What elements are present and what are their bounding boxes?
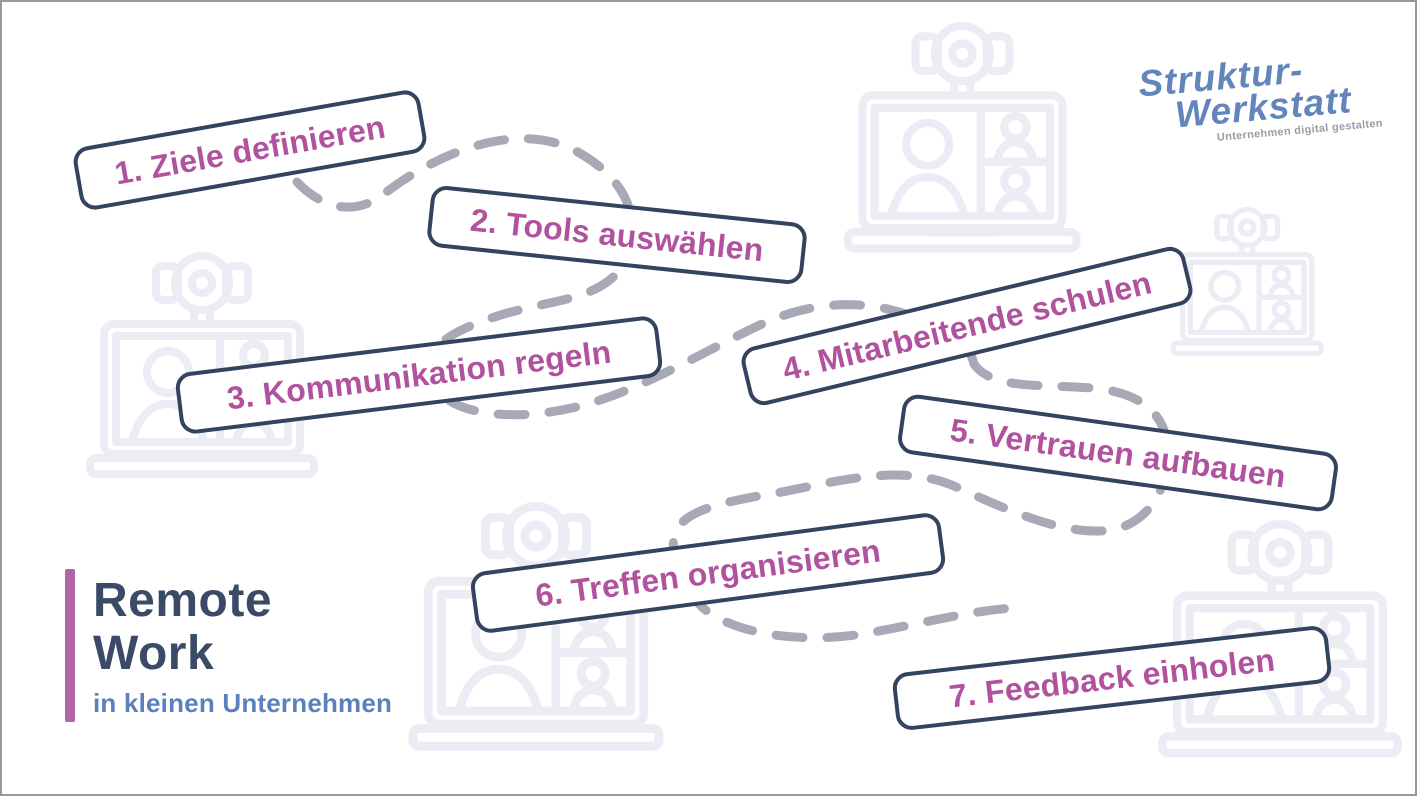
page-title-line-2: Work	[93, 627, 215, 680]
video-call-laptop-icon	[1173, 210, 1321, 354]
page-title-line-1: Remote	[93, 574, 273, 627]
page-subtitle: in kleinen Unternehmen	[93, 688, 393, 718]
title-block: Remote Work in kleinen Unternehmen	[93, 574, 392, 719]
video-call-laptop-icon	[848, 26, 1076, 248]
title-accent-bar	[65, 569, 75, 722]
